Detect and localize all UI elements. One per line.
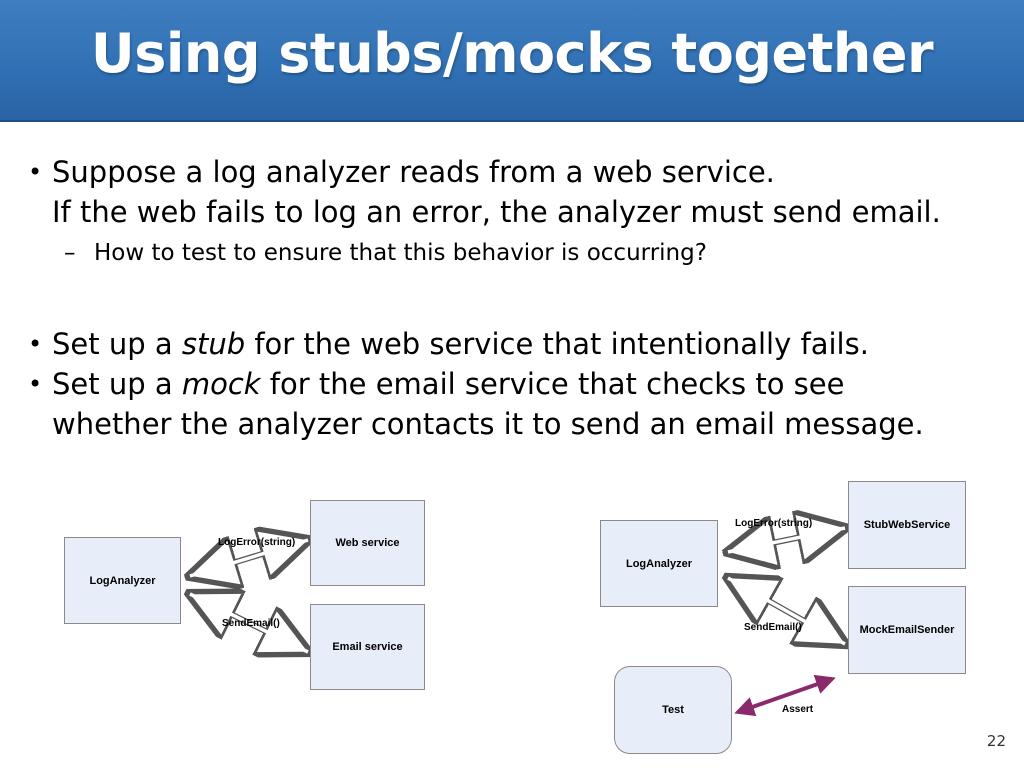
page-number: 22: [986, 732, 1006, 750]
log-error-label-right: LogError(string): [735, 518, 813, 529]
emphasis-text: mock: [181, 367, 261, 401]
assert-arrow: [734, 674, 836, 717]
dash-mark: –: [64, 240, 76, 266]
send-email-label-right: SendEmail(): [744, 622, 802, 633]
bullet-item: • Set up a stub for the web service that…: [28, 324, 1008, 364]
stub-web-service-box: StubWebService: [848, 481, 966, 569]
bullet-list: • Suppose a log analyzer reads from a we…: [28, 152, 1008, 444]
bullet-text: If the web fails to log an error, the an…: [52, 195, 941, 229]
bullet-text: whether the analyzer contacts it to send…: [52, 407, 924, 441]
sub-bullet-item: – How to test to ensure that this behavi…: [64, 236, 1008, 270]
title-bar: Using stubs/mocks together: [0, 0, 1024, 122]
bullet-dot: •: [28, 158, 43, 186]
log-error-label: LogError(string): [218, 537, 296, 548]
bullet-dot: •: [28, 330, 43, 358]
email-service-box: Email service: [310, 604, 425, 690]
bullet-text: Set up a: [52, 327, 182, 361]
emphasis-text: stub: [181, 327, 246, 361]
bullet-text: for the web service that intentionally f…: [245, 327, 869, 361]
bullet-text: for the email service that checks to see: [260, 367, 845, 401]
log-analyzer-box: LogAnalyzer: [64, 537, 181, 624]
bullet-dot: •: [28, 370, 43, 398]
mock-email-sender-box: MockEmailSender: [848, 586, 966, 674]
send-email-label: SendEmail(): [222, 618, 280, 629]
slide-title: Using stubs/mocks together: [90, 22, 934, 85]
bullet-text: Suppose a log analyzer reads from a web …: [52, 155, 775, 189]
bullet-item: • Suppose a log analyzer reads from a we…: [28, 152, 1008, 232]
sub-bullet-text: How to test to ensure that this behavior…: [94, 240, 707, 266]
test-box: Test: [614, 666, 732, 754]
bullet-text: Set up a: [52, 367, 182, 401]
bullet-item: • Set up a mock for the email service th…: [28, 364, 1008, 444]
assert-label: Assert: [782, 704, 814, 715]
log-analyzer-box-right: LogAnalyzer: [600, 520, 718, 607]
web-service-box: Web service: [310, 500, 425, 586]
